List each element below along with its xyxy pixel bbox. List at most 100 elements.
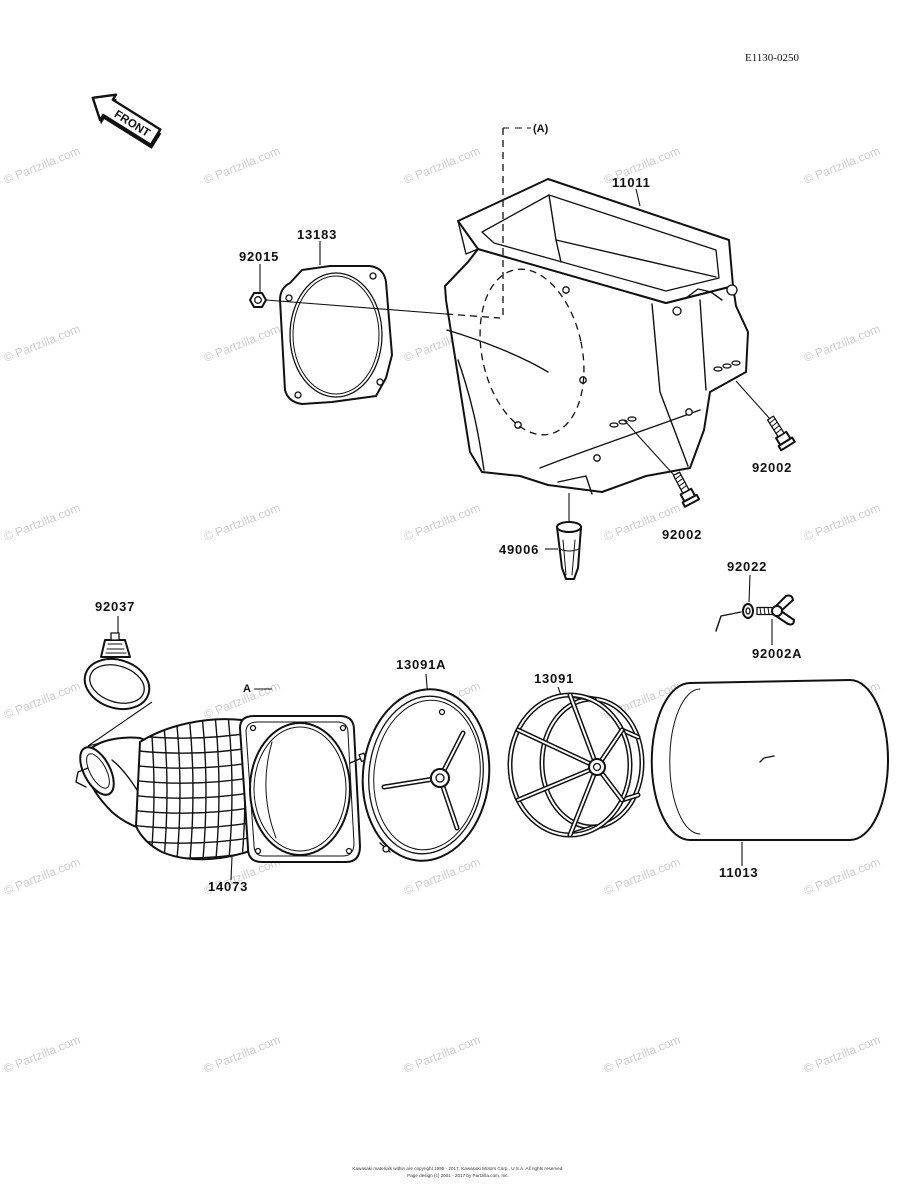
inlet-duct-bellows-grid-part xyxy=(227,719,233,860)
watermark-text: © Partzilla.com xyxy=(202,322,282,365)
air-box-hole xyxy=(593,454,601,462)
callout-92002A: 92002A xyxy=(752,646,802,661)
filter-element-face-edge xyxy=(669,688,701,835)
callout-92002-side: 92002 xyxy=(752,460,792,475)
front-arrow-shape xyxy=(91,93,162,146)
wing-bolt-hub xyxy=(771,605,783,617)
hose-clamp xyxy=(83,632,151,710)
bolt-side xyxy=(766,415,796,452)
air-box-panel-line xyxy=(699,299,707,391)
air-box-flange xyxy=(457,220,479,255)
wing-bolt-thread xyxy=(759,607,770,615)
callout-11011: 11011 xyxy=(612,175,651,190)
bolt-thread xyxy=(674,474,688,491)
air-box-hole xyxy=(562,286,570,294)
filter-back-plate-stud-head xyxy=(382,845,390,853)
air-box-lug xyxy=(726,284,738,296)
callout-92037: 92037 xyxy=(95,599,135,614)
gasket-hole xyxy=(285,294,293,302)
nut xyxy=(249,292,267,308)
watermark-text: © Partzilla.com xyxy=(202,501,282,544)
filter-element-mark xyxy=(759,755,775,763)
air-box-body xyxy=(444,248,749,493)
air-box-slot xyxy=(627,416,637,422)
hose-clamp-screw-thread xyxy=(105,643,127,654)
filter-element xyxy=(650,679,889,841)
callout-13091A: 13091A xyxy=(396,657,446,672)
filter-cage-hub-bore xyxy=(592,762,602,772)
air-box-hidden-port xyxy=(479,268,585,436)
gasket-opening xyxy=(289,272,383,398)
filter-back-plate-hub-bore xyxy=(435,773,445,783)
bolt-bottom xyxy=(672,471,701,508)
watermark-text: © Partzilla.com xyxy=(402,1033,482,1076)
filter-back-plate-hole xyxy=(438,708,446,716)
drain-tube-ribs xyxy=(559,539,580,576)
inlet-duct xyxy=(75,715,367,863)
washer-hole xyxy=(745,607,751,615)
watermark-text: © Partzilla.com xyxy=(2,322,82,365)
footer-page-design: Page design (c) 2001 - 2017 by Partzilla… xyxy=(407,1173,509,1178)
watermark-text: © Partzilla.com xyxy=(802,1033,882,1076)
callout-13183: 13183 xyxy=(297,227,337,242)
watermark-text: © Partzilla.com xyxy=(602,855,682,898)
reference-mark-lower: A xyxy=(243,683,251,695)
air-box-panel-line xyxy=(539,409,701,469)
callout-49006: 49006 xyxy=(499,542,539,557)
mounting-bracket-mark xyxy=(715,611,742,632)
inlet-duct-flange-inner xyxy=(245,721,355,857)
inlet-duct-lip-inner xyxy=(86,753,110,789)
air-box-inner-wall xyxy=(555,239,562,263)
air-box-panel-line xyxy=(651,303,689,467)
inlet-duct-bellows-grid-part xyxy=(188,719,194,860)
callout-14073: 14073 xyxy=(208,879,248,894)
nut-bore xyxy=(254,296,262,304)
air-box-panel-line xyxy=(457,359,485,471)
air-box-slot xyxy=(722,363,732,369)
air-box-panel-line xyxy=(446,329,549,373)
air-box xyxy=(444,178,749,495)
air-box-latch xyxy=(685,288,723,301)
air-box-slot xyxy=(609,422,619,428)
inlet-duct-flange-hole xyxy=(339,724,347,732)
watermark-text: © Partzilla.com xyxy=(402,144,482,187)
inlet-duct-lip xyxy=(79,746,115,796)
drain-tube-body xyxy=(556,526,582,580)
bolt-thread xyxy=(769,418,782,434)
filter-cage-spokes-fill xyxy=(517,694,623,836)
inlet-duct-flange-hole xyxy=(254,847,262,855)
watermark-text: © Partzilla.com xyxy=(202,144,282,187)
washer xyxy=(742,603,754,619)
watermark-text: © Partzilla.com xyxy=(2,144,82,187)
air-box-slot xyxy=(731,360,741,366)
footer-copyright: Kawasaki materials within are copyright … xyxy=(352,1166,563,1171)
watermark-text: © Partzilla.com xyxy=(2,501,82,544)
filter-element-body xyxy=(650,679,889,841)
filter-back-plate xyxy=(361,688,491,862)
assembly-line-hidden xyxy=(445,313,501,319)
watermark-text: © Partzilla.com xyxy=(2,855,82,898)
drain-tube-mouth xyxy=(556,521,582,533)
watermark-text: © Partzilla.com xyxy=(2,679,82,722)
watermark-text: © Partzilla.com xyxy=(602,1033,682,1076)
inlet-duct-bellows-grid-part xyxy=(201,719,207,860)
callout-92002-bottom: 92002 xyxy=(662,527,702,542)
inlet-duct-nub xyxy=(75,767,89,788)
air-box-slot xyxy=(713,366,723,372)
inlet-duct-flange-hole xyxy=(249,724,257,732)
wing-bolt xyxy=(756,594,795,626)
gasket-hole xyxy=(376,378,384,386)
air-box-drain-boss xyxy=(557,475,593,495)
leader-14073 xyxy=(230,856,233,881)
reference-mark-upper: (A) xyxy=(533,123,549,135)
callout-92015: 92015 xyxy=(239,249,279,264)
inlet-duct-bellows-grid-part xyxy=(175,719,181,860)
inlet-duct-bellows-grid-part xyxy=(214,719,220,860)
watermark-text: © Partzilla.com xyxy=(802,855,882,898)
watermark-text: © Partzilla.com xyxy=(2,1033,82,1076)
inlet-duct-opening xyxy=(249,722,351,856)
diagram-code: E1130-0250 xyxy=(745,52,799,64)
hose-clamp-screw-head xyxy=(110,632,120,641)
inlet-duct-opening-inner xyxy=(253,726,347,852)
